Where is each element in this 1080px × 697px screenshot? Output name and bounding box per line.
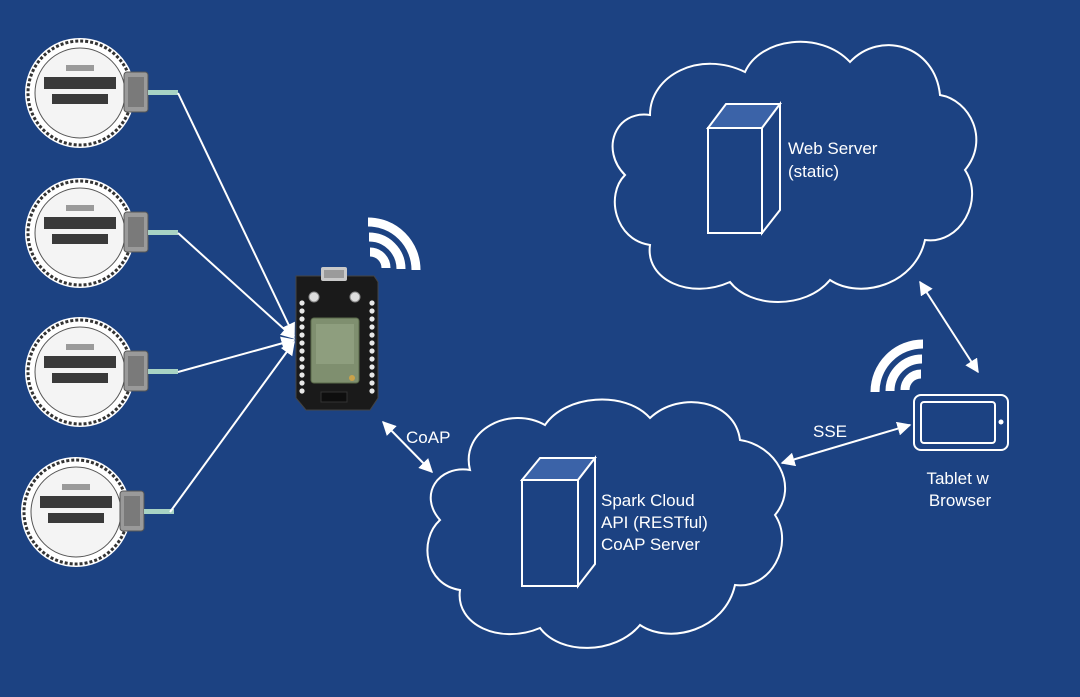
- header-pin: [369, 340, 375, 346]
- spark-cloud: Spark Cloud API (RESTful) CoAP Server: [426, 398, 786, 649]
- sensor-wires: [169, 92, 296, 513]
- sensor-group: [21, 38, 178, 567]
- sse-label: SSE: [813, 422, 847, 441]
- header-pin: [299, 308, 305, 314]
- header-pin: [299, 356, 305, 362]
- spark-cloud-label: Spark Cloud API (RESTful) CoAP Server: [601, 491, 712, 554]
- header-pin: [299, 364, 305, 370]
- header-pin: [369, 324, 375, 330]
- header-pin: [369, 372, 375, 378]
- wifi-signal-icon: [870, 339, 924, 393]
- coap-connection: [382, 421, 433, 473]
- header-pin: [369, 356, 375, 362]
- header-pin: [369, 388, 375, 394]
- temperature-sensor-1: [25, 38, 178, 148]
- header-pin: [369, 300, 375, 306]
- sensor-wire-4: [169, 340, 295, 513]
- header-pin: [299, 316, 305, 322]
- coap-label: CoAP: [406, 428, 450, 447]
- header-pin: [369, 348, 375, 354]
- tablet-icon: [913, 394, 1009, 451]
- web-to-tablet-connection: [919, 280, 979, 374]
- header-pin: [299, 332, 305, 338]
- sse-connection: [780, 421, 912, 467]
- server-tower-icon: [519, 455, 598, 589]
- cloud-icon: [611, 40, 978, 303]
- sensor-wire-1: [177, 92, 295, 338]
- header-pin: [299, 372, 305, 378]
- temperature-sensor-3: [25, 317, 178, 427]
- temperature-sensor-2: [25, 178, 178, 288]
- header-pin: [369, 316, 375, 322]
- web-server-cloud: Web Server (static): [611, 40, 978, 303]
- tablet-label: Tablet w Browser: [926, 469, 993, 510]
- cloud-icon: [426, 398, 786, 649]
- header-pin: [299, 380, 305, 386]
- header-pin: [369, 332, 375, 338]
- wifi-signal-icon: [367, 217, 421, 271]
- header-pin: [369, 380, 375, 386]
- header-pin: [299, 324, 305, 330]
- sensor-wire-2: [177, 232, 296, 339]
- header-pin: [299, 388, 305, 394]
- sensor-wire-3: [177, 336, 296, 373]
- header-pin: [299, 340, 305, 346]
- spark-core-board-icon: [295, 267, 379, 411]
- header-pin: [299, 300, 305, 306]
- header-pin: [369, 308, 375, 314]
- header-pin: [299, 348, 305, 354]
- web-server-label: Web Server (static): [788, 139, 882, 181]
- temperature-sensor-4: [21, 457, 174, 567]
- server-tower-icon: [706, 101, 782, 236]
- header-pin: [369, 364, 375, 370]
